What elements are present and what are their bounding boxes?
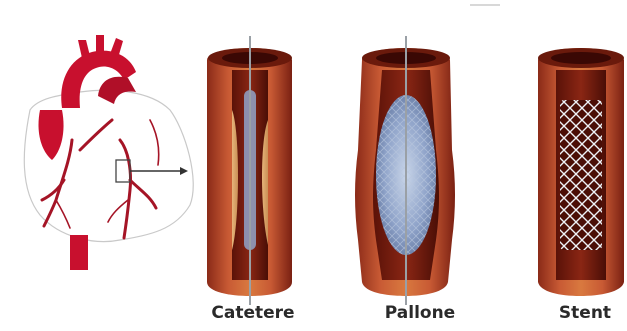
balloon-artery [355,36,455,305]
stent-artery [538,48,624,296]
catheter-artery [207,36,292,305]
label-catheter: Catetere [198,303,308,329]
heart-illustration [24,35,193,270]
label-stent: Stent [548,303,622,329]
label-balloon: Pallone [372,303,468,329]
top-decoration [470,4,500,6]
